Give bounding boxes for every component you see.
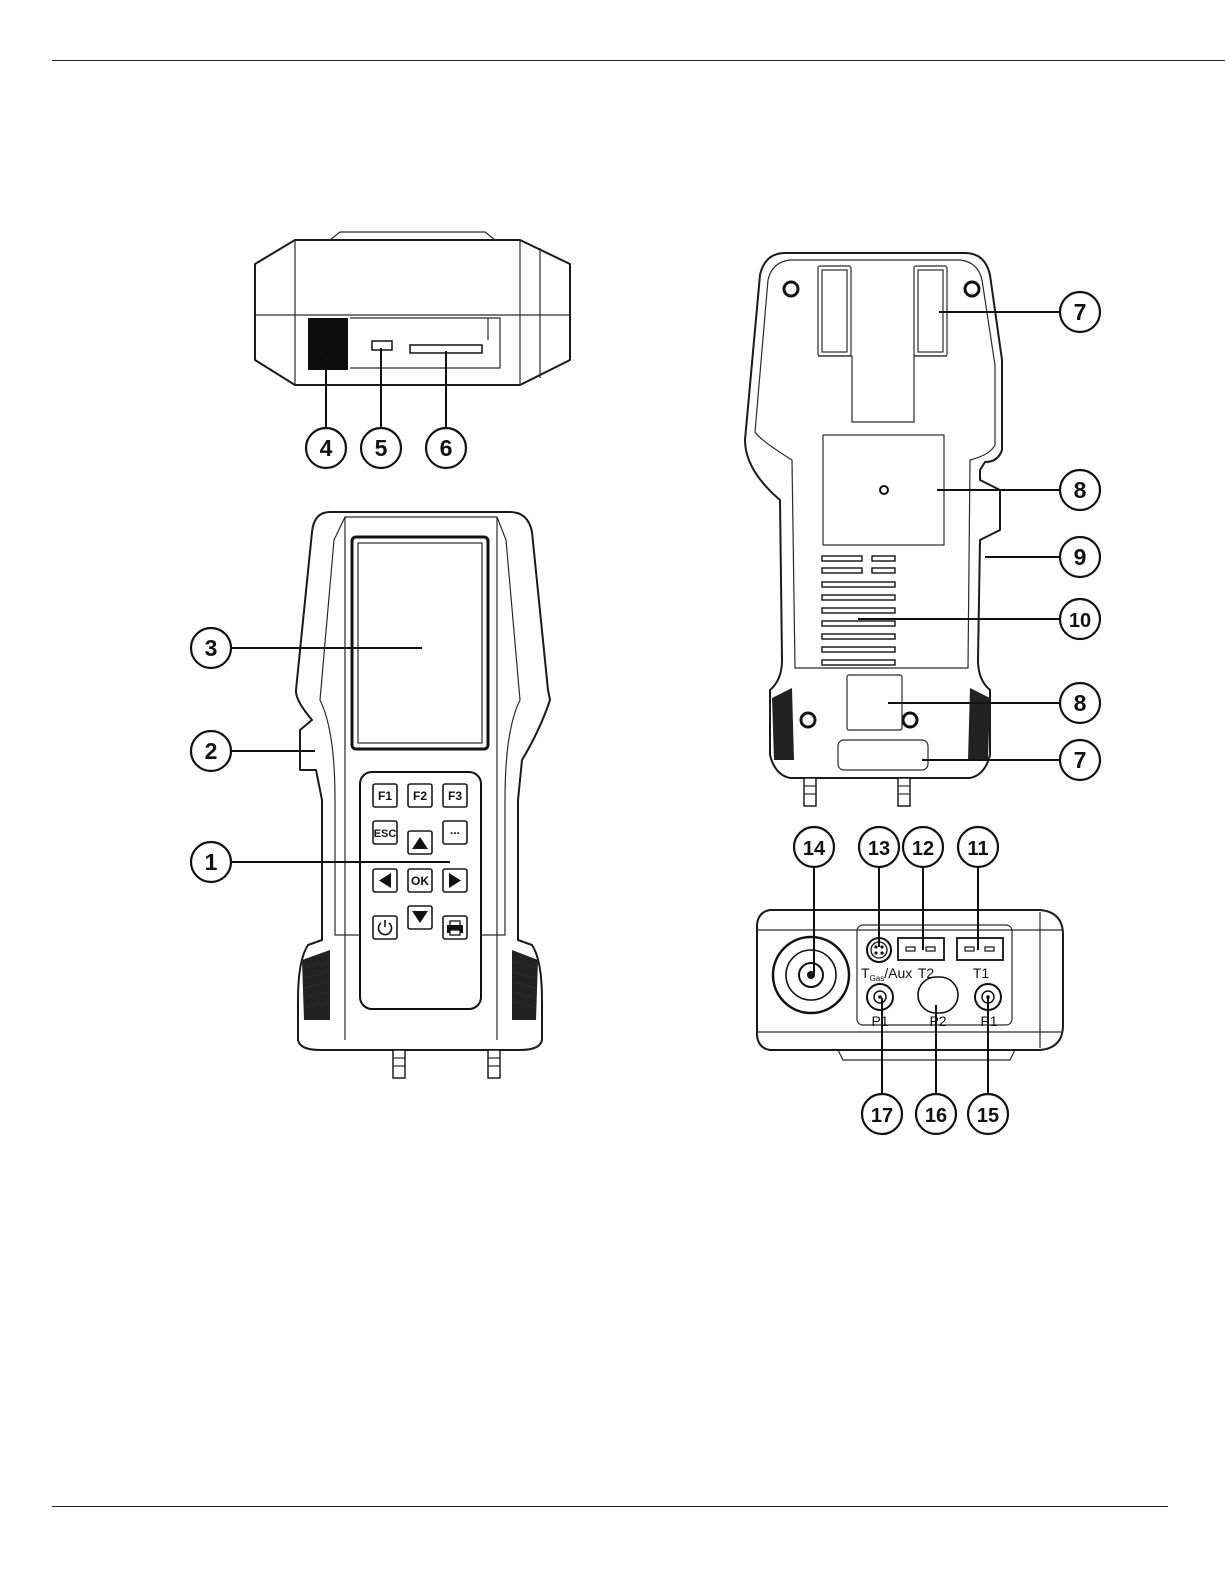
key-f2[interactable]: F2 (408, 784, 432, 807)
label-tgas: TGas/Aux (861, 965, 912, 983)
callout-16: 16 (916, 1094, 956, 1134)
key-f3[interactable]: F3 (443, 784, 467, 807)
svg-text:1: 1 (205, 849, 218, 875)
key-right[interactable] (443, 869, 467, 892)
label-t2: T2 (918, 965, 935, 981)
svg-text:8: 8 (1074, 477, 1087, 503)
key-esc[interactable]: ESC (373, 821, 397, 844)
display (352, 537, 488, 749)
label-p1-left: P1 (871, 1013, 888, 1029)
key-f1-label: F1 (378, 789, 392, 803)
svg-text:8: 8 (1074, 690, 1087, 716)
key-power[interactable] (373, 916, 397, 939)
label-t1: T1 (973, 965, 990, 981)
callout-12: 12 (903, 827, 943, 867)
key-ok[interactable]: OK (408, 869, 432, 892)
printer-icon (447, 921, 463, 935)
label-p2: P2 (929, 1013, 946, 1029)
left-grip (302, 950, 330, 1020)
vent-grille (822, 556, 895, 665)
svg-text:5: 5 (375, 435, 388, 461)
key-f3-label: F3 (448, 789, 462, 803)
callout-7-bottom: 7 (1060, 740, 1100, 780)
key-more[interactable]: ... (443, 821, 467, 844)
callout-15: 15 (968, 1094, 1008, 1134)
callout-14: 14 (794, 827, 834, 867)
key-more-label: ... (450, 823, 460, 837)
svg-text:15: 15 (977, 1105, 999, 1127)
svg-text:17: 17 (871, 1105, 893, 1127)
key-print[interactable] (443, 916, 467, 939)
svg-text:10: 10 (1069, 610, 1091, 632)
svg-text:16: 16 (925, 1105, 947, 1127)
key-esc-label: ESC (374, 828, 397, 840)
top-view (255, 232, 570, 385)
svg-text:11: 11 (967, 838, 988, 860)
svg-text:13: 13 (868, 838, 890, 860)
port-4-block (308, 318, 348, 370)
svg-text:2: 2 (205, 738, 218, 764)
svg-text:9: 9 (1074, 544, 1087, 570)
callout-10: 10 (1060, 599, 1100, 639)
key-down[interactable] (408, 906, 432, 929)
front-connectors (393, 1050, 500, 1078)
connector-view (757, 910, 1063, 1060)
screw-hole (880, 486, 888, 494)
key-f2-label: F2 (413, 789, 427, 803)
callout-4: 4 (306, 428, 346, 468)
callout-1: 1 (191, 842, 231, 882)
svg-text:7: 7 (1074, 299, 1087, 325)
callout-2: 2 (191, 731, 231, 771)
svg-text:7: 7 (1074, 747, 1087, 773)
callout-3: 3 (191, 628, 231, 668)
svg-text:3: 3 (205, 635, 218, 661)
back-view (745, 253, 1002, 806)
callout-6: 6 (426, 428, 466, 468)
svg-text:14: 14 (803, 838, 826, 860)
callout-11: 11 (958, 827, 998, 867)
callout-13: 13 (859, 827, 899, 867)
svg-text:6: 6 (440, 435, 453, 461)
key-left[interactable] (373, 869, 397, 892)
callout-9: 9 (1060, 537, 1100, 577)
callout-8-bottom: 8 (1060, 683, 1100, 723)
right-grip (512, 950, 538, 1020)
callout-17: 17 (862, 1094, 902, 1134)
svg-text:4: 4 (320, 435, 333, 461)
key-f1[interactable]: F1 (373, 784, 397, 807)
svg-text:12: 12 (912, 838, 934, 860)
callout-7-top: 7 (1060, 292, 1100, 332)
key-ok-label: OK (411, 874, 429, 888)
callout-8-top: 8 (1060, 470, 1100, 510)
callout-5: 5 (361, 428, 401, 468)
label-p1-right: P1 (980, 1013, 997, 1029)
key-up[interactable] (408, 831, 432, 854)
